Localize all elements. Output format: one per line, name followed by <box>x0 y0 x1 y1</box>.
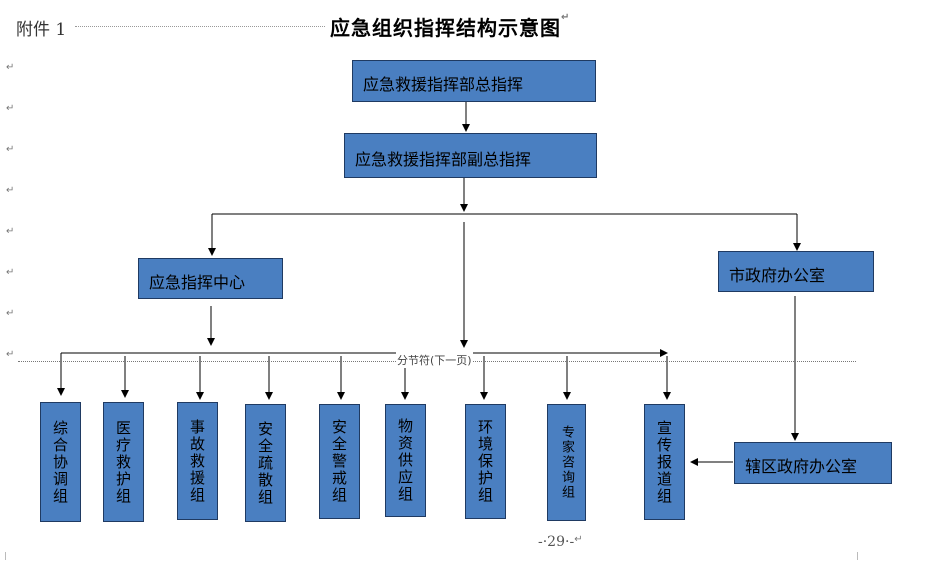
group-environment: 环境保护组 <box>465 404 506 519</box>
node-district-office: 辖区政府办公室 <box>734 442 892 484</box>
node-commander: 应急救援指挥部总指挥 <box>352 60 596 102</box>
paragraph-mark-icon: ↵ <box>6 349 15 360</box>
annex-dotted-leader <box>75 26 325 27</box>
paragraph-mark-icon: ↵ <box>6 62 15 73</box>
node-command-center: 应急指挥中心 <box>138 258 283 299</box>
section-break-label: 分节符(下一页) <box>396 352 473 368</box>
group-evacuation: 安全疏散组 <box>245 404 286 522</box>
node-deputy-commander: 应急救援指挥部副总指挥 <box>344 133 597 178</box>
diagram-title: 应急组织指挥结构示意图↵ <box>330 12 571 40</box>
paragraph-mark-icon: ↵ <box>574 534 583 545</box>
paragraph-mark-icon: ↵ <box>6 103 15 114</box>
page-number: -·29·-↵ <box>538 534 583 550</box>
paragraph-mark-icon: ↵ <box>6 185 15 196</box>
paragraph-mark-icon: ↵ <box>6 267 15 278</box>
annex-label: 附件 1 <box>16 20 67 40</box>
group-coordination: 综合协调组 <box>40 402 81 522</box>
paragraph-mark-icon: ↵ <box>6 308 15 319</box>
page-corner-mark <box>5 552 6 560</box>
group-supplies: 物资供应组 <box>385 404 426 517</box>
page-corner-mark <box>857 552 858 560</box>
paragraph-mark-icon: ↵ <box>6 144 15 155</box>
paragraph-mark-icon: ↵ <box>561 12 571 23</box>
group-rescue: 事故救援组 <box>177 402 218 520</box>
group-publicity: 宣传报道组 <box>644 404 685 520</box>
group-medical: 医疗救护组 <box>103 402 144 522</box>
group-security: 安全警戒组 <box>319 404 360 519</box>
node-city-office: 市政府办公室 <box>718 251 874 292</box>
paragraph-mark-icon: ↵ <box>6 226 15 237</box>
group-expert-consulting: 专家咨询组 <box>547 404 586 521</box>
